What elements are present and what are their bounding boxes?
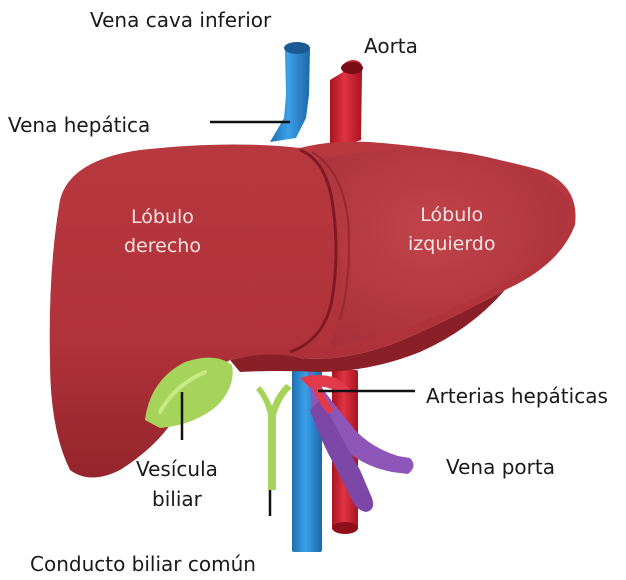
vesicula-biliar-line1: Vesícula: [136, 454, 218, 484]
label-aorta: Aorta: [364, 34, 418, 59]
aorta-end: [332, 522, 358, 534]
label-vena-porta: Vena porta: [446, 455, 555, 480]
label-conducto-biliar-comun: Conducto biliar común: [30, 552, 256, 577]
lobulo-izquierdo-line2: izquierdo: [408, 230, 496, 259]
label-vesicula-biliar: Vesícula biliar: [136, 454, 218, 514]
vesicula-biliar-line2: biliar: [136, 484, 218, 514]
label-lobulo-derecho: Lóbulo derecho: [124, 203, 201, 262]
label-arterias-hepaticas: Arterias hepáticas: [426, 384, 608, 409]
lobulo-derecho-line2: derecho: [124, 232, 201, 261]
lobulo-izquierdo-line1: Lóbulo: [408, 201, 496, 230]
label-vena-cava-inferior: Vena cava inferior: [90, 8, 271, 33]
label-lobulo-izquierdo: Lóbulo izquierdo: [408, 201, 496, 260]
conducto-biliar-vessel: [256, 384, 292, 490]
vena-cava-opening: [284, 42, 310, 54]
aorta-opening: [341, 62, 363, 74]
lobulo-derecho-line1: Lóbulo: [124, 203, 201, 232]
aorta-vessel: [330, 60, 362, 150]
label-vena-hepatica: Vena hepática: [8, 113, 150, 138]
vena-cava-inferior-vessel: [270, 48, 310, 142]
